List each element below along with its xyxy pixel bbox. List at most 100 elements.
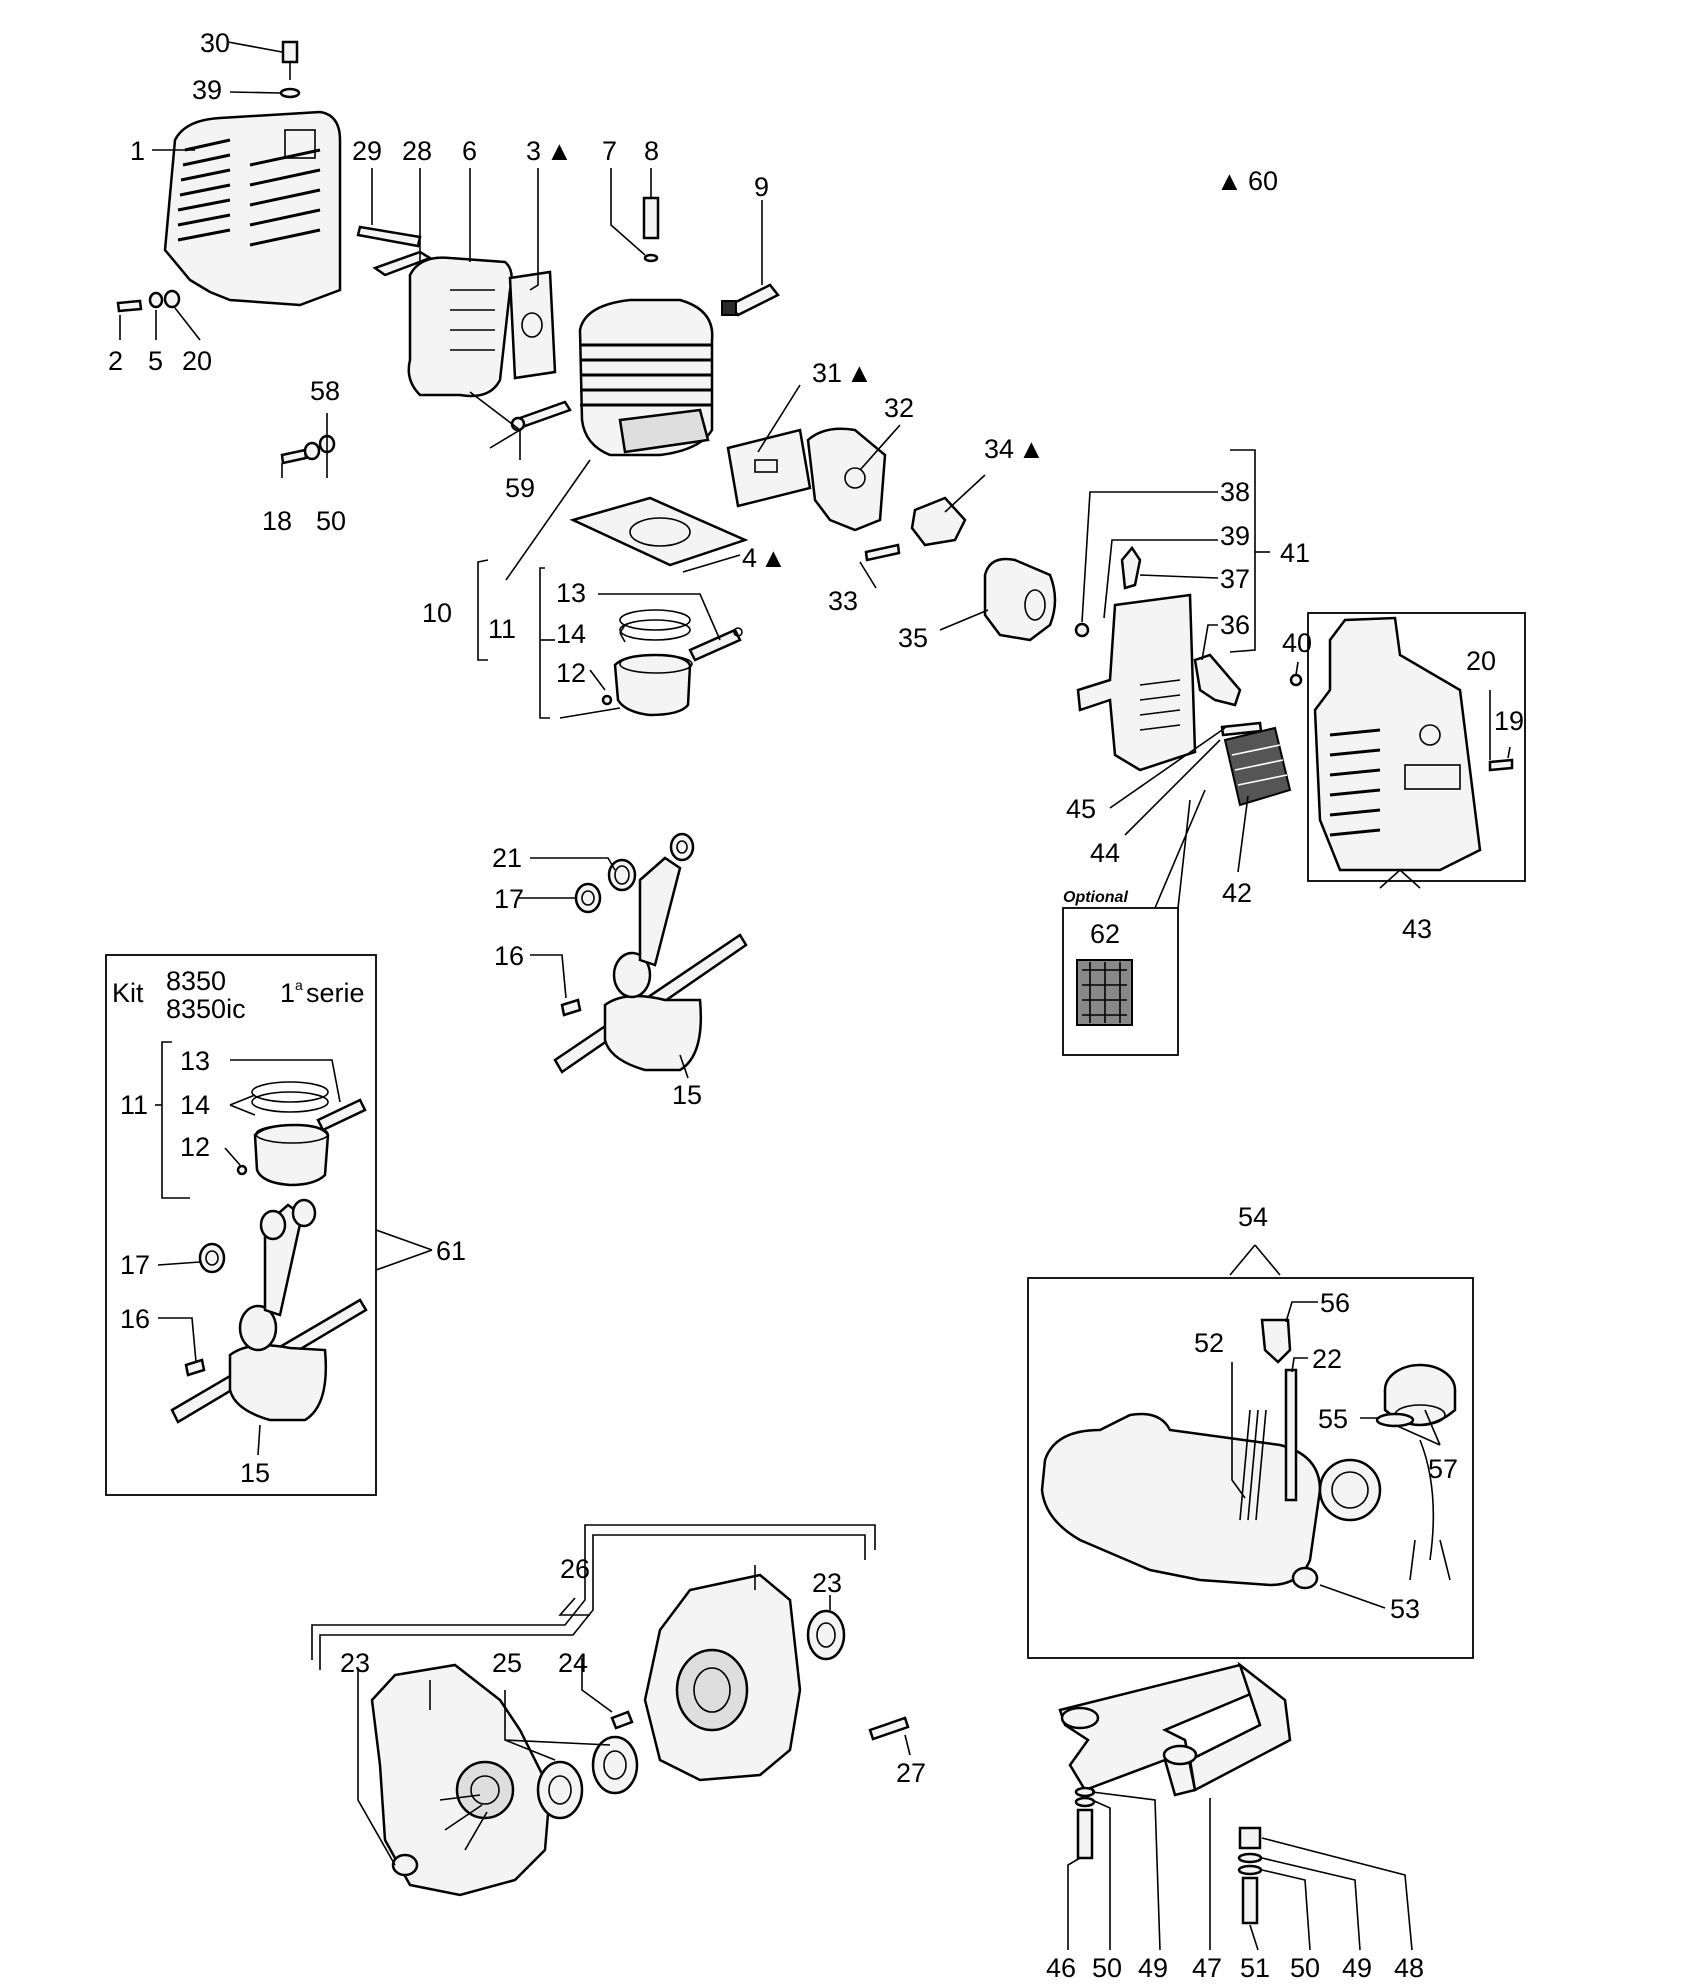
kit-crankshaft	[170, 1198, 368, 1424]
optional-box	[1062, 907, 1179, 1056]
label-23b: 23	[812, 1568, 842, 1598]
label-50: 50	[316, 506, 346, 536]
kit-label-12: 12	[180, 1132, 210, 1162]
tank-support-47	[1058, 1661, 1292, 1797]
label-8: 8	[644, 136, 659, 166]
mount-set-46-50-49	[1074, 1786, 1096, 1860]
label-15: 15	[672, 1080, 702, 1110]
bolt-29-28	[356, 225, 433, 277]
label-40: 40	[1282, 628, 1312, 658]
leader-lines	[105, 41, 1526, 1951]
kit-word: Kit	[112, 978, 144, 1008]
optional-filter-62	[1076, 959, 1133, 1026]
kit-label-14: 14	[180, 1090, 210, 1120]
gasket-3	[508, 270, 557, 380]
label-52: 52	[1194, 1328, 1224, 1358]
label-37: 37	[1220, 564, 1250, 594]
label-39b: 39	[1220, 521, 1250, 551]
label-59: 59	[505, 473, 535, 503]
bearing-25	[536, 1735, 639, 1820]
marker-34: ▲	[1018, 434, 1045, 464]
carburettor-35	[983, 557, 1057, 642]
label-12: 12	[556, 658, 586, 688]
screw-33	[864, 543, 901, 562]
label-45: 45	[1066, 794, 1096, 824]
marker-31: ▲	[846, 358, 873, 388]
label-31: 31	[812, 358, 842, 388]
needle-bearing-21	[607, 858, 637, 892]
washer-39	[279, 87, 301, 99]
screw-7-8	[642, 196, 660, 263]
kit-label-15: 15	[240, 1458, 270, 1488]
label-1: 1	[130, 136, 145, 166]
label-39: 39	[192, 75, 222, 105]
bolt-59	[510, 400, 572, 432]
label-17: 17	[494, 884, 524, 914]
label-21: 21	[492, 843, 522, 873]
label-62: 62	[1090, 919, 1120, 949]
label-29: 29	[352, 136, 382, 166]
piston-rings-14	[619, 609, 691, 641]
label-20b: 20	[1466, 646, 1496, 676]
label-35: 35	[898, 623, 928, 653]
label-49: 49	[1138, 1953, 1168, 1983]
label-11: 11	[488, 614, 516, 644]
engine-cover-part	[163, 110, 342, 307]
vent-tube-22	[1284, 1368, 1298, 1502]
seal-17	[574, 882, 602, 914]
kit-label-17: 17	[120, 1250, 150, 1280]
kit-serie-super: a	[295, 977, 303, 993]
label-47: 47	[1192, 1953, 1222, 1983]
spark-plug-9	[721, 283, 780, 317]
washer-40	[1289, 673, 1303, 687]
label-19: 19	[1494, 706, 1524, 736]
label-13: 13	[556, 578, 586, 608]
air-filter-base-41	[1076, 593, 1197, 772]
kit-model-a: 8350	[166, 966, 226, 996]
label-10: 10	[422, 598, 452, 628]
mount-set-48-49-50-51	[1237, 1826, 1263, 1925]
kit-serie-word: serie	[306, 978, 365, 1008]
screw-30	[281, 40, 299, 80]
label-36: 36	[1220, 610, 1250, 640]
filter-element-42	[1223, 726, 1292, 807]
label-25: 25	[492, 1648, 522, 1678]
label-38: 38	[1220, 477, 1250, 507]
label-51: 51	[1240, 1953, 1270, 1983]
piston-12	[601, 653, 693, 717]
screw-27	[868, 1716, 910, 1741]
seal-55	[1375, 1412, 1415, 1428]
kit-serie-number: 1	[280, 978, 295, 1008]
marker-3: ▲	[546, 136, 573, 166]
gasket-31	[726, 428, 812, 508]
kit-label-11: 11	[120, 1090, 148, 1120]
screw-set-2-5-20	[116, 289, 181, 313]
optional-label: Optional	[1063, 889, 1128, 906]
kit-model-b: 8350ic	[166, 994, 246, 1024]
filter-cover-box	[1307, 612, 1526, 882]
muffler-6	[407, 256, 513, 398]
label-48: 48	[1394, 1953, 1424, 1983]
label-53: 53	[1390, 1594, 1420, 1624]
label-44: 44	[1090, 838, 1120, 868]
label-41: 41	[1280, 538, 1310, 568]
label-34: 34	[984, 434, 1014, 464]
filter-cover-43	[1313, 616, 1482, 872]
label-26: 26	[560, 1554, 590, 1584]
label-43: 43	[1402, 914, 1432, 944]
label-5: 5	[148, 346, 163, 376]
kit-label-61: 61	[436, 1236, 466, 1266]
insulator-32	[806, 427, 887, 532]
label-24: 24	[558, 1648, 588, 1678]
label-49b: 49	[1342, 1953, 1372, 1983]
label-6: 6	[462, 136, 477, 166]
label-46: 46	[1046, 1953, 1076, 1983]
gasket-4	[569, 496, 749, 567]
label-9: 9	[754, 172, 769, 202]
label-20: 20	[182, 346, 212, 376]
gasket-34	[910, 496, 967, 547]
callout-labels: 30 39 1 29 28 6 3 ▲ 7 8 9 ▲ 60 2 5 20 58…	[108, 28, 1524, 1983]
crankshaft-15	[553, 856, 748, 1074]
fuel-lines-52	[1239, 1409, 1267, 1521]
